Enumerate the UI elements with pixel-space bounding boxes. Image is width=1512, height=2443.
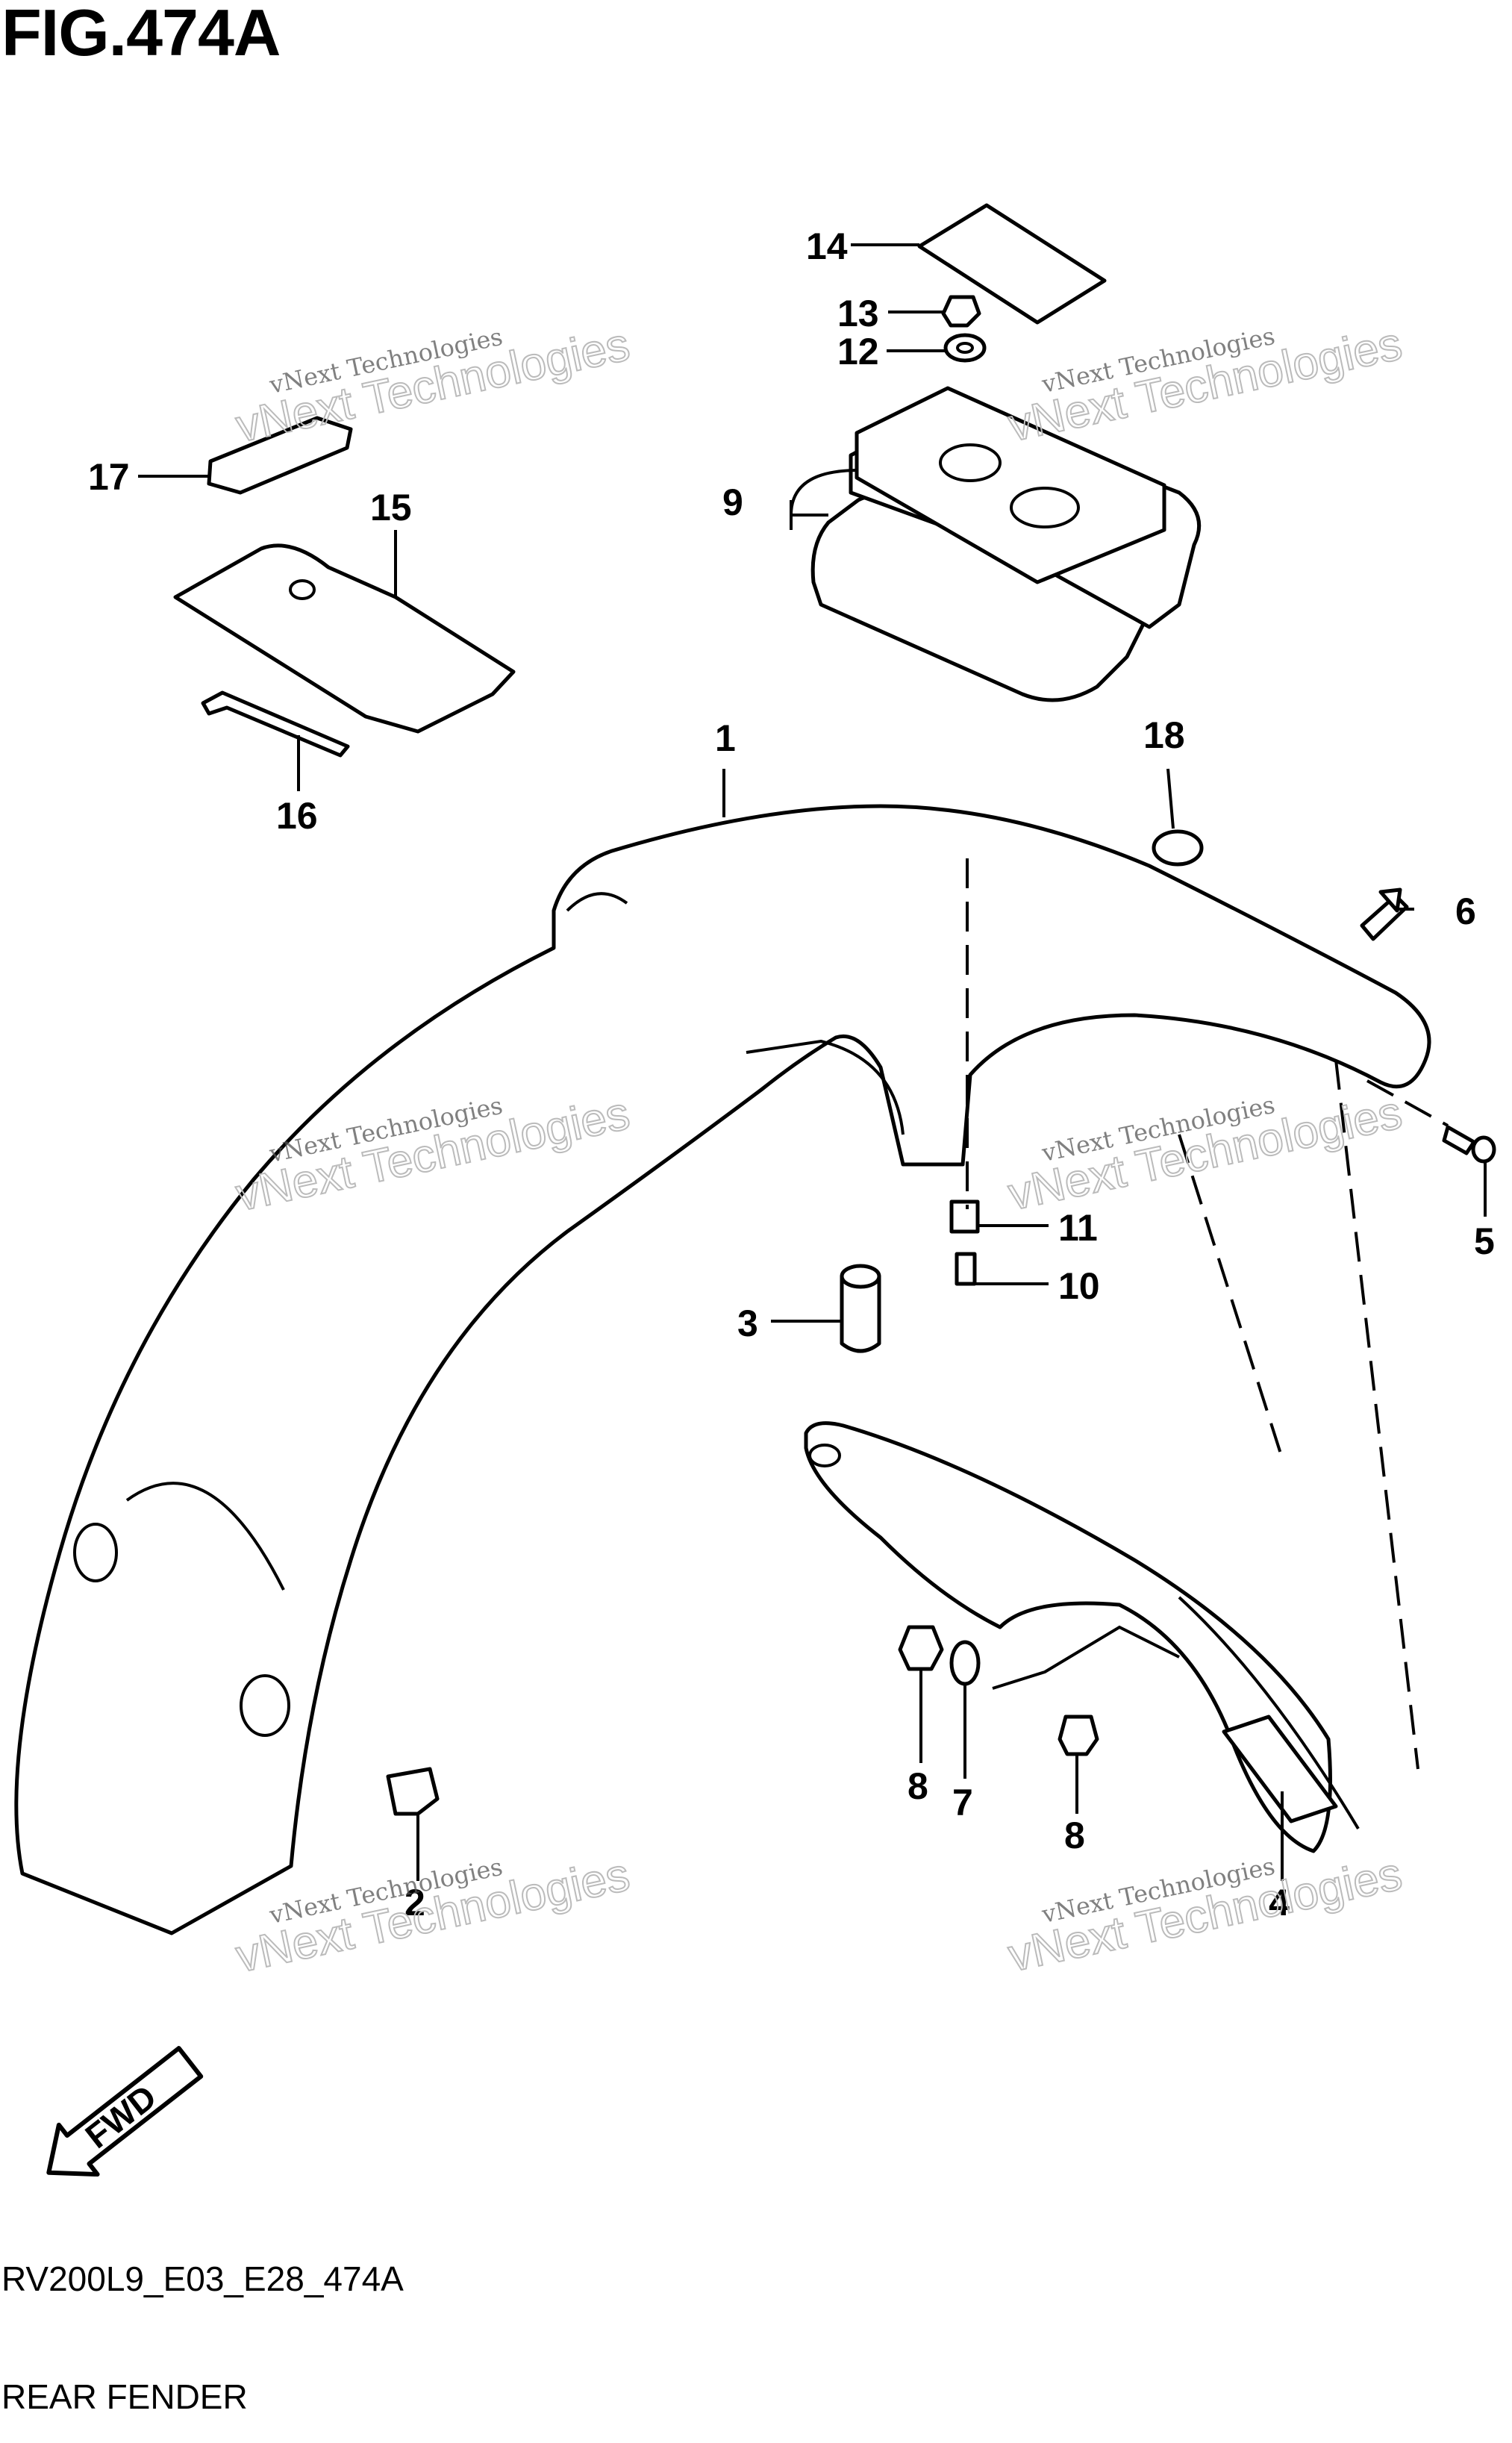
callout-16: 16	[276, 795, 318, 837]
part-11-collar	[949, 1199, 980, 1234]
callout-14: 14	[806, 225, 848, 267]
part-8-nut-right	[1058, 1715, 1099, 1756]
callout-15: 15	[370, 487, 412, 528]
callout-18: 18	[1143, 714, 1185, 756]
callout-3: 3	[737, 1302, 758, 1344]
part-2-bolt	[386, 1767, 440, 1816]
fwd-arrow-icon: FWD	[46, 2046, 204, 2177]
part-4-mudguard-bracket	[804, 1421, 1360, 1853]
figure-code: RV200L9_E03_E28_474A	[1, 2259, 404, 2298]
callout-1: 1	[715, 717, 736, 759]
callout-7: 7	[952, 1782, 973, 1823]
callout-8-b: 8	[1064, 1815, 1085, 1856]
callout-6: 6	[1455, 890, 1476, 932]
part-3-spacer	[840, 1264, 881, 1353]
callout-labels: 1 2 3 4 5 6 7 8 8 9 10 11 12 13 14 15 16…	[88, 225, 1495, 1923]
part-15-tool-bag	[173, 543, 516, 734]
part-18-grommet	[1152, 829, 1204, 867]
callout-10: 10	[1058, 1265, 1100, 1307]
part-7-washer	[949, 1640, 981, 1686]
callout-12: 12	[837, 331, 879, 372]
part-14-plate	[917, 203, 1107, 325]
part-1-rear-fender	[14, 804, 1431, 1935]
watermark-bottom-right: vNext Technologies vNext Technologies	[1003, 1847, 1407, 1982]
part-9-bracket	[810, 386, 1202, 702]
part-12-washer	[943, 333, 987, 363]
part-10-bolt	[955, 1252, 977, 1286]
callout-17: 17	[88, 456, 130, 498]
part-5-screw	[1442, 1125, 1496, 1164]
figure-name: REAR FENDER	[1, 2377, 248, 2416]
assembly-lines	[966, 858, 1449, 1770]
watermark-top-right: vNext Technologies vNext Technologies	[1003, 317, 1407, 452]
callout-2: 2	[404, 1882, 425, 1923]
part-17-strap	[207, 416, 353, 495]
callout-4: 4	[1269, 1882, 1290, 1923]
part-13-nut	[941, 295, 981, 328]
leader-lines	[138, 243, 1487, 1881]
part-6-screw	[1360, 887, 1409, 941]
callout-8: 8	[907, 1765, 928, 1807]
watermark-top-left: vNext Technologies vNext Technologies	[231, 318, 634, 453]
part-8-nut-left	[898, 1625, 944, 1671]
callout-11: 11	[1058, 1207, 1098, 1249]
part-16-hex-key	[201, 690, 350, 758]
callout-5: 5	[1474, 1220, 1495, 1262]
watermark-mid-right: vNext Technologies vNext Technologies	[1003, 1086, 1407, 1221]
figure-title: FIG.474A	[1, 0, 281, 69]
callout-9: 9	[722, 481, 743, 523]
callout-13: 13	[837, 293, 879, 334]
